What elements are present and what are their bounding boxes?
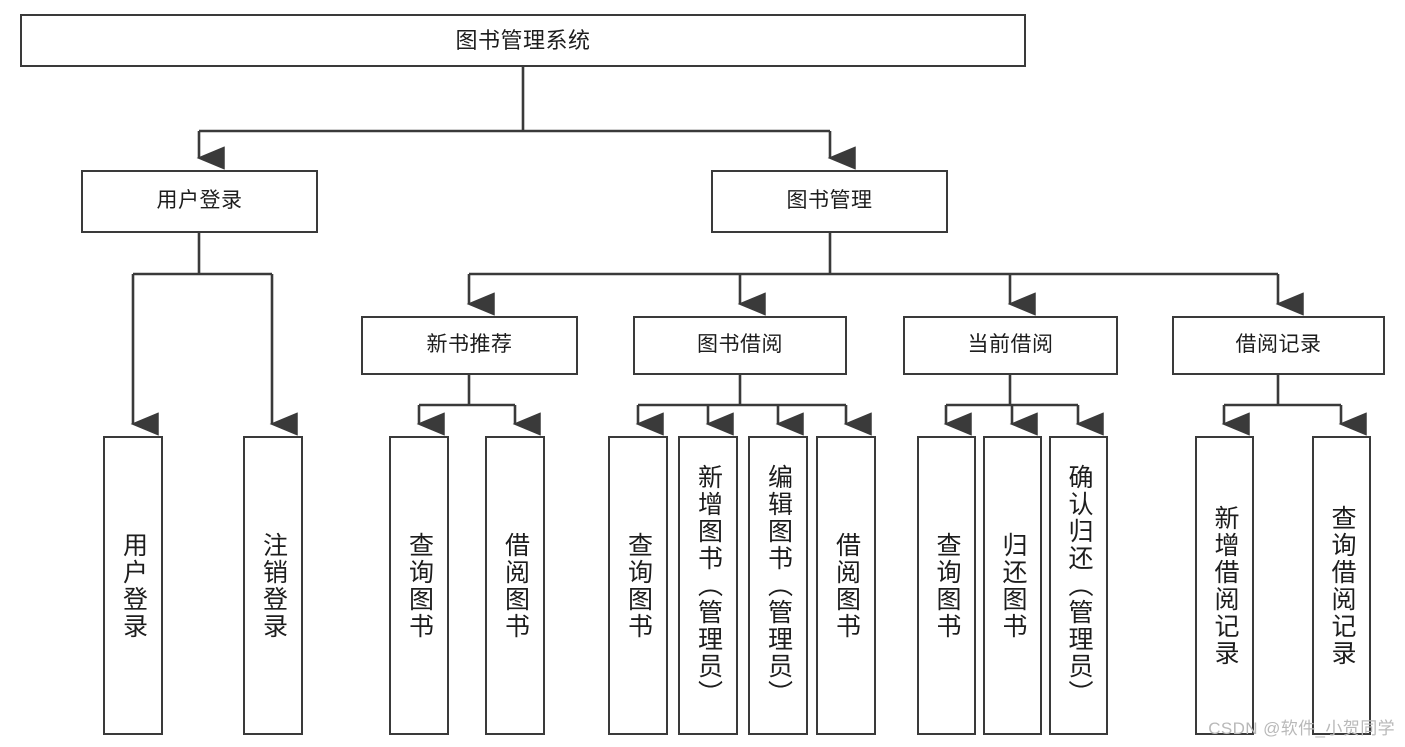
node-leaf-user-login[interactable]: 用户登录	[103, 436, 163, 735]
node-label: 当前借阅	[967, 333, 1054, 357]
node-leaf-edit-book-admin[interactable]: 编辑图书（管理员）	[748, 436, 808, 735]
node-root-system[interactable]: 图书管理系统	[20, 14, 1026, 67]
node-label: 借阅记录	[1235, 333, 1322, 357]
node-leaf-borrow-book-1[interactable]: 借阅图书	[485, 436, 545, 735]
node-label: 借阅图书	[832, 531, 861, 640]
node-leaf-add-borrow-record[interactable]: 新增借阅记录	[1195, 436, 1254, 735]
node-label: 图书管理系统	[455, 27, 591, 53]
node-label: 图书借阅	[697, 333, 783, 357]
node-user-login[interactable]: 用户登录	[81, 170, 318, 233]
node-label: 新书推荐	[426, 333, 513, 357]
node-label: 确认归还（管理员）	[1065, 464, 1093, 707]
node-book-manage[interactable]: 图书管理	[711, 170, 948, 233]
node-label: 编辑图书（管理员）	[764, 464, 793, 707]
node-label: 注销登录	[259, 531, 288, 640]
node-borrow-record[interactable]: 借阅记录	[1172, 316, 1385, 375]
csdn-watermark: CSDN @软件_小贺同学	[1208, 719, 1395, 738]
node-leaf-query-book-1[interactable]: 查询图书	[389, 436, 449, 735]
node-leaf-return-book[interactable]: 归还图书	[983, 436, 1042, 735]
node-new-book-recommend[interactable]: 新书推荐	[361, 316, 578, 375]
node-label: 查询图书	[933, 531, 961, 640]
node-label: 借阅图书	[501, 531, 530, 640]
node-current-borrow[interactable]: 当前借阅	[903, 316, 1118, 375]
node-leaf-add-book-admin[interactable]: 新增图书（管理员）	[678, 436, 738, 735]
node-label: 图书管理	[786, 189, 873, 213]
node-leaf-user-logout[interactable]: 注销登录	[243, 436, 303, 735]
node-label: 查询图书	[624, 531, 653, 640]
node-label: 用户登录	[156, 189, 243, 213]
node-leaf-confirm-return-admin[interactable]: 确认归还（管理员）	[1049, 436, 1108, 735]
node-label: 查询图书	[405, 531, 434, 640]
node-label: 用户登录	[119, 531, 148, 640]
node-label: 查询借阅记录	[1328, 504, 1356, 667]
node-label: 新增借阅记录	[1211, 504, 1239, 667]
node-leaf-query-book-3[interactable]: 查询图书	[917, 436, 976, 735]
node-leaf-query-book-2[interactable]: 查询图书	[608, 436, 668, 735]
node-leaf-borrow-book-2[interactable]: 借阅图书	[816, 436, 876, 735]
node-label: 归还图书	[999, 531, 1027, 640]
node-leaf-query-borrow-record[interactable]: 查询借阅记录	[1312, 436, 1371, 735]
node-label: 新增图书（管理员）	[694, 464, 723, 707]
node-book-borrow[interactable]: 图书借阅	[633, 316, 847, 375]
